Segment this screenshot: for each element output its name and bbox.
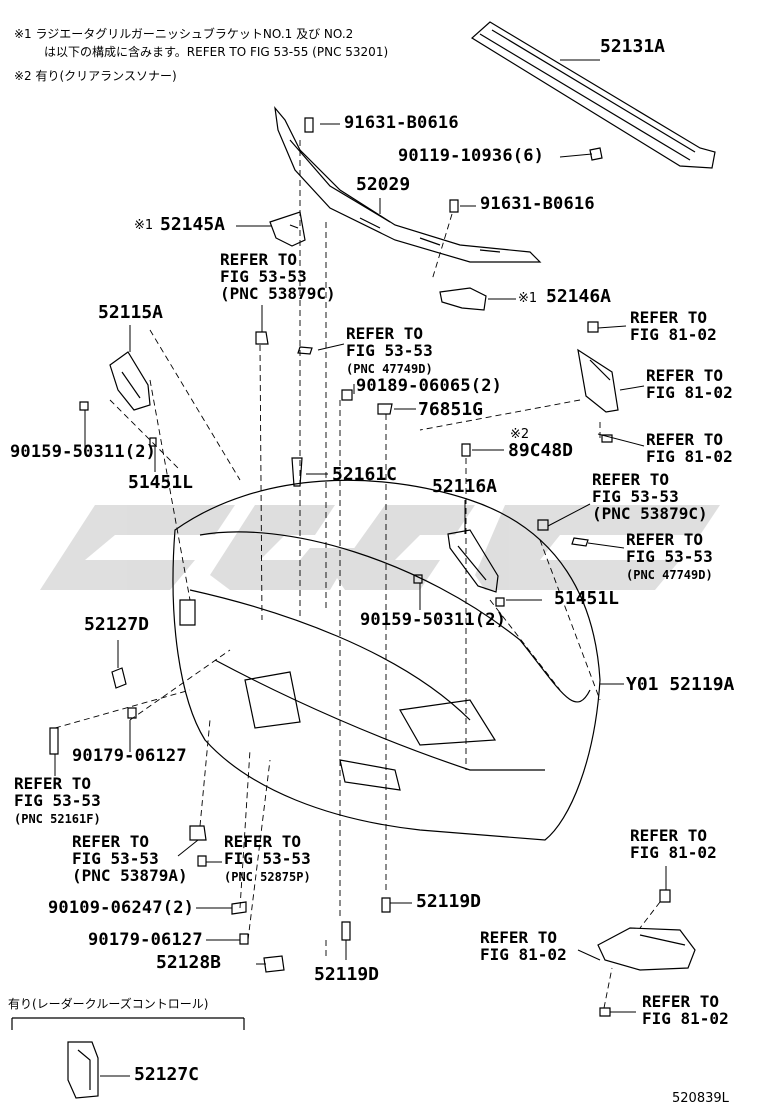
ref-line: REFER TO: [346, 324, 424, 343]
ref-line: FIG 53-53: [346, 340, 433, 360]
ref-line: FIG 81-02: [646, 446, 733, 466]
ref-line: FIG 81-02: [642, 1008, 729, 1028]
bracket-52146A: [439, 287, 487, 311]
part-Y01-52119A[interactable]: Y01 52119A: [626, 674, 735, 695]
ref-line: FIG 81-02: [630, 324, 717, 344]
bracket-52145A: [269, 211, 306, 247]
ref-line: FIG 81-02: [630, 842, 717, 862]
part-52145A[interactable]: 52145A: [160, 214, 226, 235]
absorber-52131A: [470, 21, 716, 169]
part-89C48D[interactable]: 89C48D: [508, 440, 574, 461]
ref-line: REFER TO: [220, 250, 298, 269]
ref-line: FIG 53-53: [626, 546, 713, 566]
part-91631-mid[interactable]: 91631-B0616: [480, 194, 595, 214]
ref-line: REFER TO: [72, 832, 150, 851]
part-90179-a[interactable]: 90179-06127: [72, 746, 187, 766]
bracket-52116A: [447, 529, 499, 593]
part-52131A[interactable]: 52131A: [600, 36, 666, 57]
bracket-52115A: [109, 351, 151, 411]
part-76851G[interactable]: 76851G: [418, 399, 484, 420]
part-90189[interactable]: 90189-06065(2): [356, 376, 503, 396]
part-90159-left[interactable]: 90159-50311(2): [10, 442, 157, 462]
ref-line: REFER TO: [630, 308, 708, 327]
note-2: ※2 有り(クリアランスソナー): [14, 69, 177, 83]
ref-line: REFER TO: [224, 832, 302, 851]
bumper-cover-52119A: [172, 479, 601, 841]
ref-line: REFER TO: [626, 530, 704, 549]
ref-line: FIG 53-53: [220, 266, 307, 286]
ref-line: REFER TO: [646, 366, 724, 385]
ref-line: FIG 53-53: [14, 790, 101, 810]
ref-line: (PNC 53879A): [72, 865, 188, 885]
ref-line: (PNC 52161F): [14, 811, 101, 826]
ref-line: FIG 53-53: [224, 848, 311, 868]
ref-line: REFER TO: [480, 928, 558, 947]
note-1-line-1: ※1 ラジエータグリルガーニッシュブラケットNO.1 及び NO.2: [14, 27, 354, 41]
note-1-line-2: は以下の構成に含みます。REFER TO FIG 53-55 (PNC 5320…: [44, 45, 389, 59]
ref-line: (PNC 53879C): [592, 503, 708, 523]
part-52128B[interactable]: 52128B: [156, 952, 222, 973]
fog-lamp-upper: [577, 348, 619, 413]
part-52161C[interactable]: 52161C: [332, 464, 398, 485]
part-52029[interactable]: 52029: [356, 174, 411, 195]
ref-line: REFER TO: [14, 774, 92, 793]
part-52127D[interactable]: 52127D: [84, 614, 150, 635]
part-52119D-bottom[interactable]: 52119D: [314, 964, 380, 985]
fog-lamp-lower: [597, 927, 696, 971]
part-52116A[interactable]: 52116A: [432, 476, 498, 497]
mark-1-a: ※1: [134, 218, 154, 233]
ref-line: FIG 53-53: [592, 486, 679, 506]
reinforcement-52029: [274, 106, 542, 263]
part-51451L-right[interactable]: 51451L: [554, 588, 620, 609]
ref-line: (PNC 52875P): [224, 869, 311, 884]
part-90179-b[interactable]: 90179-06127: [88, 930, 203, 950]
part-90159-right[interactable]: 90159-50311(2): [360, 610, 507, 630]
part-52146A[interactable]: 52146A: [546, 286, 612, 307]
ref-line: FIG 81-02: [646, 382, 733, 402]
ref-line: FIG 81-02: [480, 944, 567, 964]
ref-line: REFER TO: [642, 992, 720, 1011]
part-51451L-left[interactable]: 51451L: [128, 472, 194, 493]
ref-line: REFER TO: [646, 430, 724, 449]
mark-1-b: ※1: [518, 291, 538, 306]
ref-line: (PNC 47749D): [346, 361, 433, 376]
part-52119D-right[interactable]: 52119D: [416, 891, 482, 912]
part-52115A[interactable]: 52115A: [98, 302, 164, 323]
part-52127C: [67, 1041, 99, 1099]
part-91631-top[interactable]: 91631-B0616: [344, 113, 459, 133]
option-box-title: 有り(レーダークルーズコントロール): [8, 997, 209, 1011]
option-box: [11, 1017, 245, 1030]
ref-line: (PNC 47749D): [626, 567, 713, 582]
watermark-logo: [40, 505, 720, 590]
part-52127C[interactable]: 52127C: [134, 1064, 200, 1085]
mark-2: ※2: [510, 427, 530, 442]
ref-line: REFER TO: [592, 470, 670, 489]
figure-id: 520839L: [672, 1091, 729, 1106]
ref-line: REFER TO: [630, 826, 708, 845]
part-90119[interactable]: 90119-10936(6): [398, 146, 545, 166]
part-90109[interactable]: 90109-06247(2): [48, 898, 195, 918]
ref-line: (PNC 53879C): [220, 283, 336, 303]
ref-line: FIG 53-53: [72, 848, 159, 868]
